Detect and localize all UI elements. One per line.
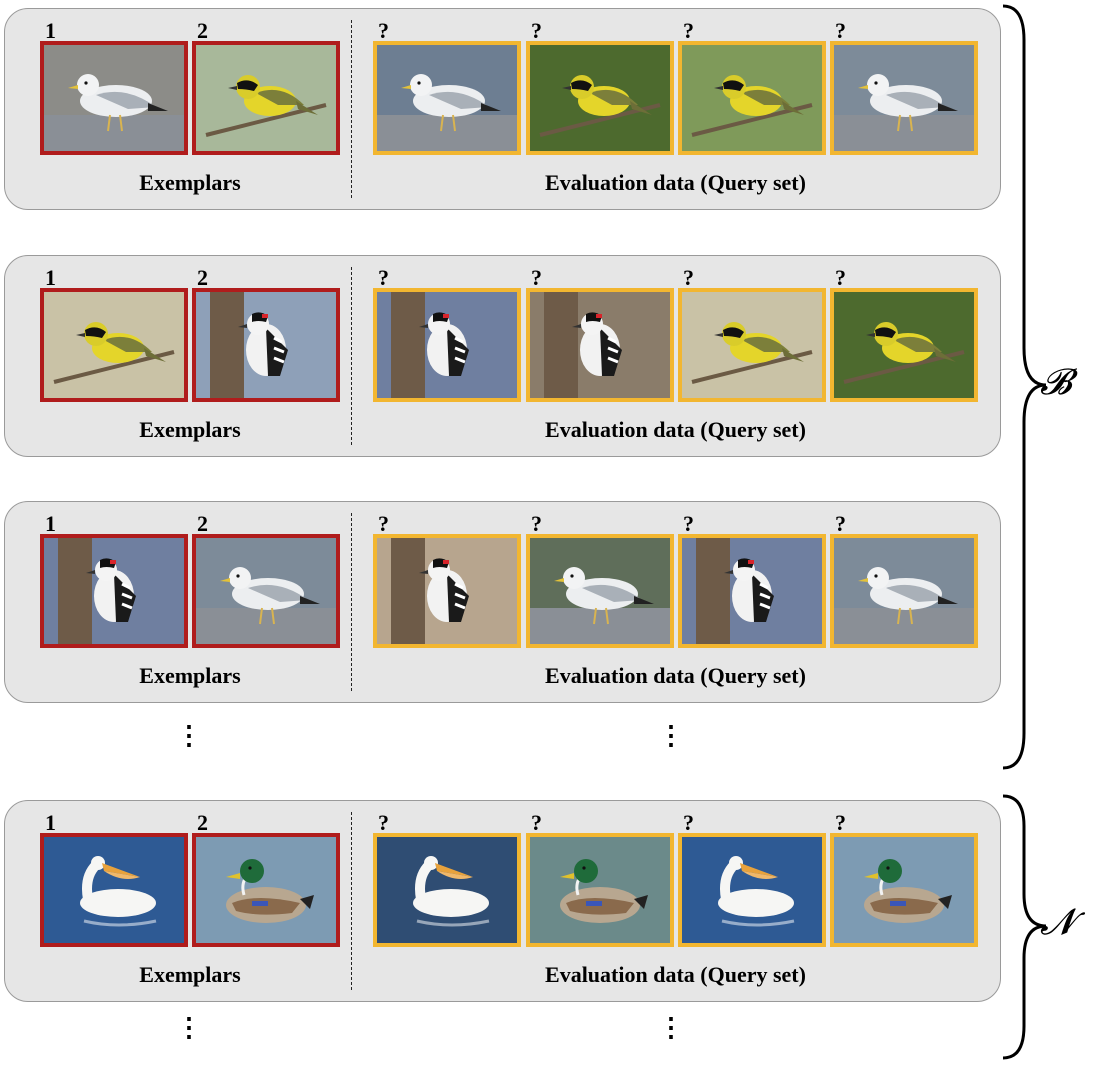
query-mark: ? [531, 265, 542, 290]
query-image [830, 41, 978, 155]
exemplar-image [40, 534, 188, 648]
exemplar-number: 2 [197, 18, 208, 43]
exemplar-image [192, 41, 340, 155]
novel-classes-label: 𝓝 [1040, 902, 1075, 943]
query-image [373, 41, 521, 155]
query-set-caption: Evaluation data (Query set) [545, 170, 806, 195]
query-mark: ? [683, 511, 694, 536]
query-mark: ? [531, 511, 542, 536]
query-image [526, 833, 674, 947]
query-set-caption: Evaluation data (Query set) [545, 663, 806, 688]
query-image [678, 534, 826, 648]
query-mark: ? [835, 265, 846, 290]
query-mark: ? [683, 18, 694, 43]
query-image [526, 534, 674, 648]
exemplar-image [192, 534, 340, 648]
exemplar-image [40, 41, 188, 155]
query-mark: ? [378, 18, 389, 43]
exemplars-caption: Exemplars [139, 170, 241, 195]
exemplar-number: 1 [45, 265, 56, 290]
query-mark: ? [531, 810, 542, 835]
query-image [526, 288, 674, 402]
ellipsis-query-base: ⋮ [658, 721, 684, 750]
query-image [830, 833, 978, 947]
query-image [373, 534, 521, 648]
exemplar-image [40, 288, 188, 402]
query-image [373, 833, 521, 947]
query-mark: ? [835, 511, 846, 536]
query-mark: ? [378, 265, 389, 290]
exemplars-caption: Exemplars [139, 417, 241, 442]
exemplar-number: 1 [45, 511, 56, 536]
query-image [373, 288, 521, 402]
novel-classes-brace [1002, 794, 1047, 1060]
query-mark: ? [683, 265, 694, 290]
exemplar-number: 2 [197, 265, 208, 290]
exemplar-number: 1 [45, 810, 56, 835]
exemplar-query-divider [351, 267, 352, 445]
query-mark: ? [835, 810, 846, 835]
ellipsis-exemplars-base: ⋮ [176, 721, 202, 750]
exemplar-image [192, 833, 340, 947]
exemplar-image [192, 288, 340, 402]
ellipsis-query-novel: ⋮ [658, 1013, 684, 1042]
query-image [678, 41, 826, 155]
query-set-caption: Evaluation data (Query set) [545, 417, 806, 442]
query-image [830, 288, 978, 402]
exemplar-query-divider [351, 513, 352, 691]
exemplar-query-divider [351, 812, 352, 990]
query-image [830, 534, 978, 648]
exemplar-image [40, 833, 188, 947]
exemplar-number: 2 [197, 511, 208, 536]
query-mark: ? [378, 511, 389, 536]
query-image [526, 41, 674, 155]
query-mark: ? [531, 18, 542, 43]
exemplar-number: 1 [45, 18, 56, 43]
query-image [678, 288, 826, 402]
base-classes-brace [1002, 4, 1047, 770]
query-image [678, 833, 826, 947]
query-mark: ? [835, 18, 846, 43]
query-set-caption: Evaluation data (Query set) [545, 962, 806, 987]
query-mark: ? [378, 810, 389, 835]
exemplar-number: 2 [197, 810, 208, 835]
exemplar-query-divider [351, 20, 352, 198]
base-classes-label: 𝓑 [1040, 362, 1072, 403]
query-mark: ? [683, 810, 694, 835]
exemplars-caption: Exemplars [139, 663, 241, 688]
ellipsis-exemplars-novel: ⋮ [176, 1013, 202, 1042]
exemplars-caption: Exemplars [139, 962, 241, 987]
